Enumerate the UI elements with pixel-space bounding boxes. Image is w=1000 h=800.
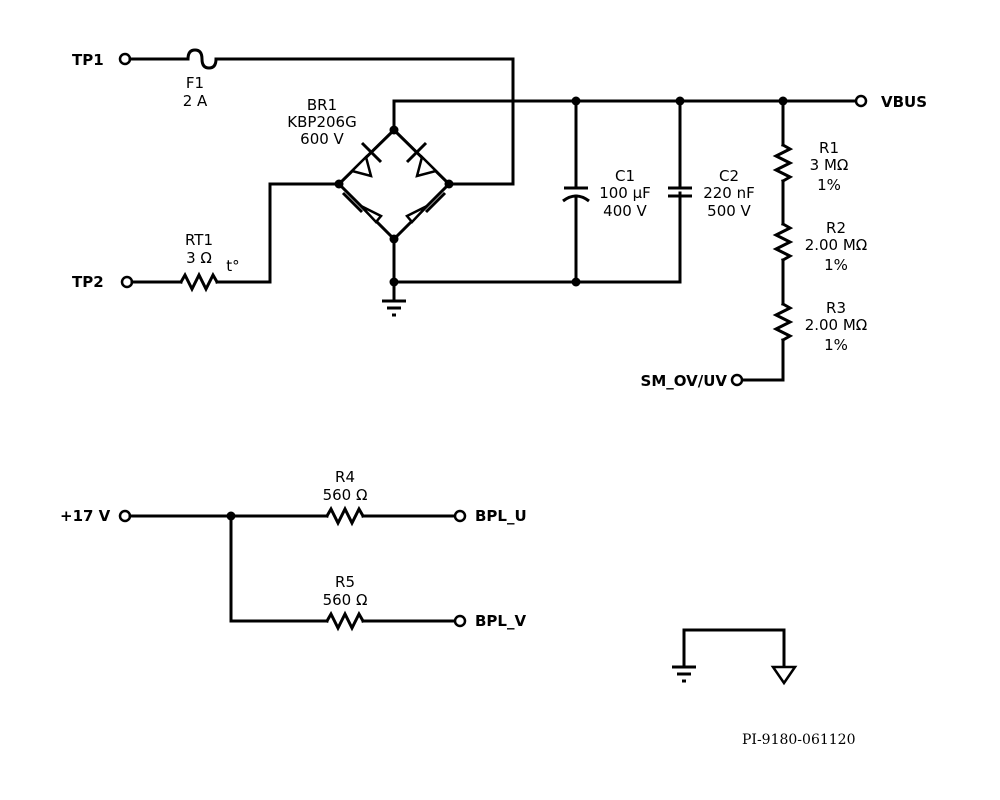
net-label-plus17v: +17 V [60, 507, 111, 525]
junction-dot [675, 96, 685, 106]
r1-ref: R1 [819, 139, 839, 157]
terminal-bpl-u[interactable] [453, 509, 467, 523]
resistor-r4-icon [324, 505, 366, 527]
f1-ref: F1 [186, 74, 204, 92]
net-label-vbus: VBUS [881, 93, 927, 111]
diode-d2-icon [405, 141, 439, 178]
r3-value: 2.00 MΩ [805, 316, 868, 334]
net-label-bpl-v: BPL_V [475, 612, 526, 630]
earth-ground-icon [672, 665, 696, 683]
r1-value: 3 MΩ [810, 156, 849, 174]
br1-ref: BR1 [307, 96, 337, 114]
r5-ref: R5 [335, 573, 355, 591]
r3-tolerance: 1% [824, 336, 848, 354]
vbus-rail [392, 99, 857, 132]
r4-ref: R4 [335, 468, 355, 486]
thermistor-rt1 [130, 182, 341, 293]
net-label-tp1: TP1 [72, 51, 104, 69]
fuse-f1 [128, 48, 515, 186]
r4-value: 560 Ω [323, 486, 368, 504]
capacitor-c1 [562, 99, 590, 284]
br1-part: KBP206G [287, 113, 356, 131]
ground-tie [672, 628, 798, 686]
resistor-r3-icon [772, 301, 794, 343]
net-label-sm-ov-uv: SM_OV/UV [641, 372, 728, 390]
resistor-r1-icon [772, 142, 794, 184]
c1-rating: 400 V [603, 202, 647, 220]
drawing-id: PI-9180-061120 [742, 732, 855, 748]
earth-ground-icon [382, 280, 406, 317]
junction-dot [571, 277, 581, 287]
capacitor-c2 [668, 99, 692, 198]
terminal-sm-ov-uv[interactable] [730, 373, 744, 387]
r3-ref: R3 [826, 299, 846, 317]
resistor-r5-icon [324, 610, 366, 632]
r2-ref: R2 [826, 219, 846, 237]
diode-d4-icon [405, 191, 447, 224]
resistor-r2-icon [772, 221, 794, 263]
c1-value: 100 µF [599, 184, 651, 202]
r1-tolerance: 1% [817, 176, 841, 194]
r2-tolerance: 1% [824, 256, 848, 274]
diode-d3-icon [341, 191, 383, 224]
net-label-bpl-u: BPL_U [475, 507, 527, 525]
c1-ref: C1 [615, 167, 635, 185]
rt1-value: 3 Ω [186, 249, 212, 267]
rt1-ref: RT1 [185, 231, 213, 249]
c2-value: 220 nF [703, 184, 755, 202]
resistor-divider [740, 99, 794, 382]
c2-rating: 500 V [707, 202, 751, 220]
net-label-tp2: TP2 [72, 273, 104, 291]
junction-dot [444, 179, 454, 189]
r5-value: 560 Ω [323, 591, 368, 609]
r2-value: 2.00 MΩ [805, 236, 868, 254]
bias-network [128, 505, 457, 632]
diode-d1-icon [349, 141, 383, 178]
junction-dot [571, 96, 581, 106]
f1-value: 2 A [183, 92, 208, 110]
c2-ref: C2 [719, 167, 739, 185]
signal-ground-icon [770, 665, 798, 686]
rt1-temp-symbol: t° [226, 257, 239, 275]
terminal-vbus[interactable] [854, 94, 868, 108]
terminal-bpl-v[interactable] [453, 614, 467, 628]
junction-dot [226, 511, 236, 521]
br1-rating: 600 V [300, 130, 344, 148]
bridge-rectifier-br1 [334, 125, 454, 244]
return-rail [392, 191, 682, 284]
